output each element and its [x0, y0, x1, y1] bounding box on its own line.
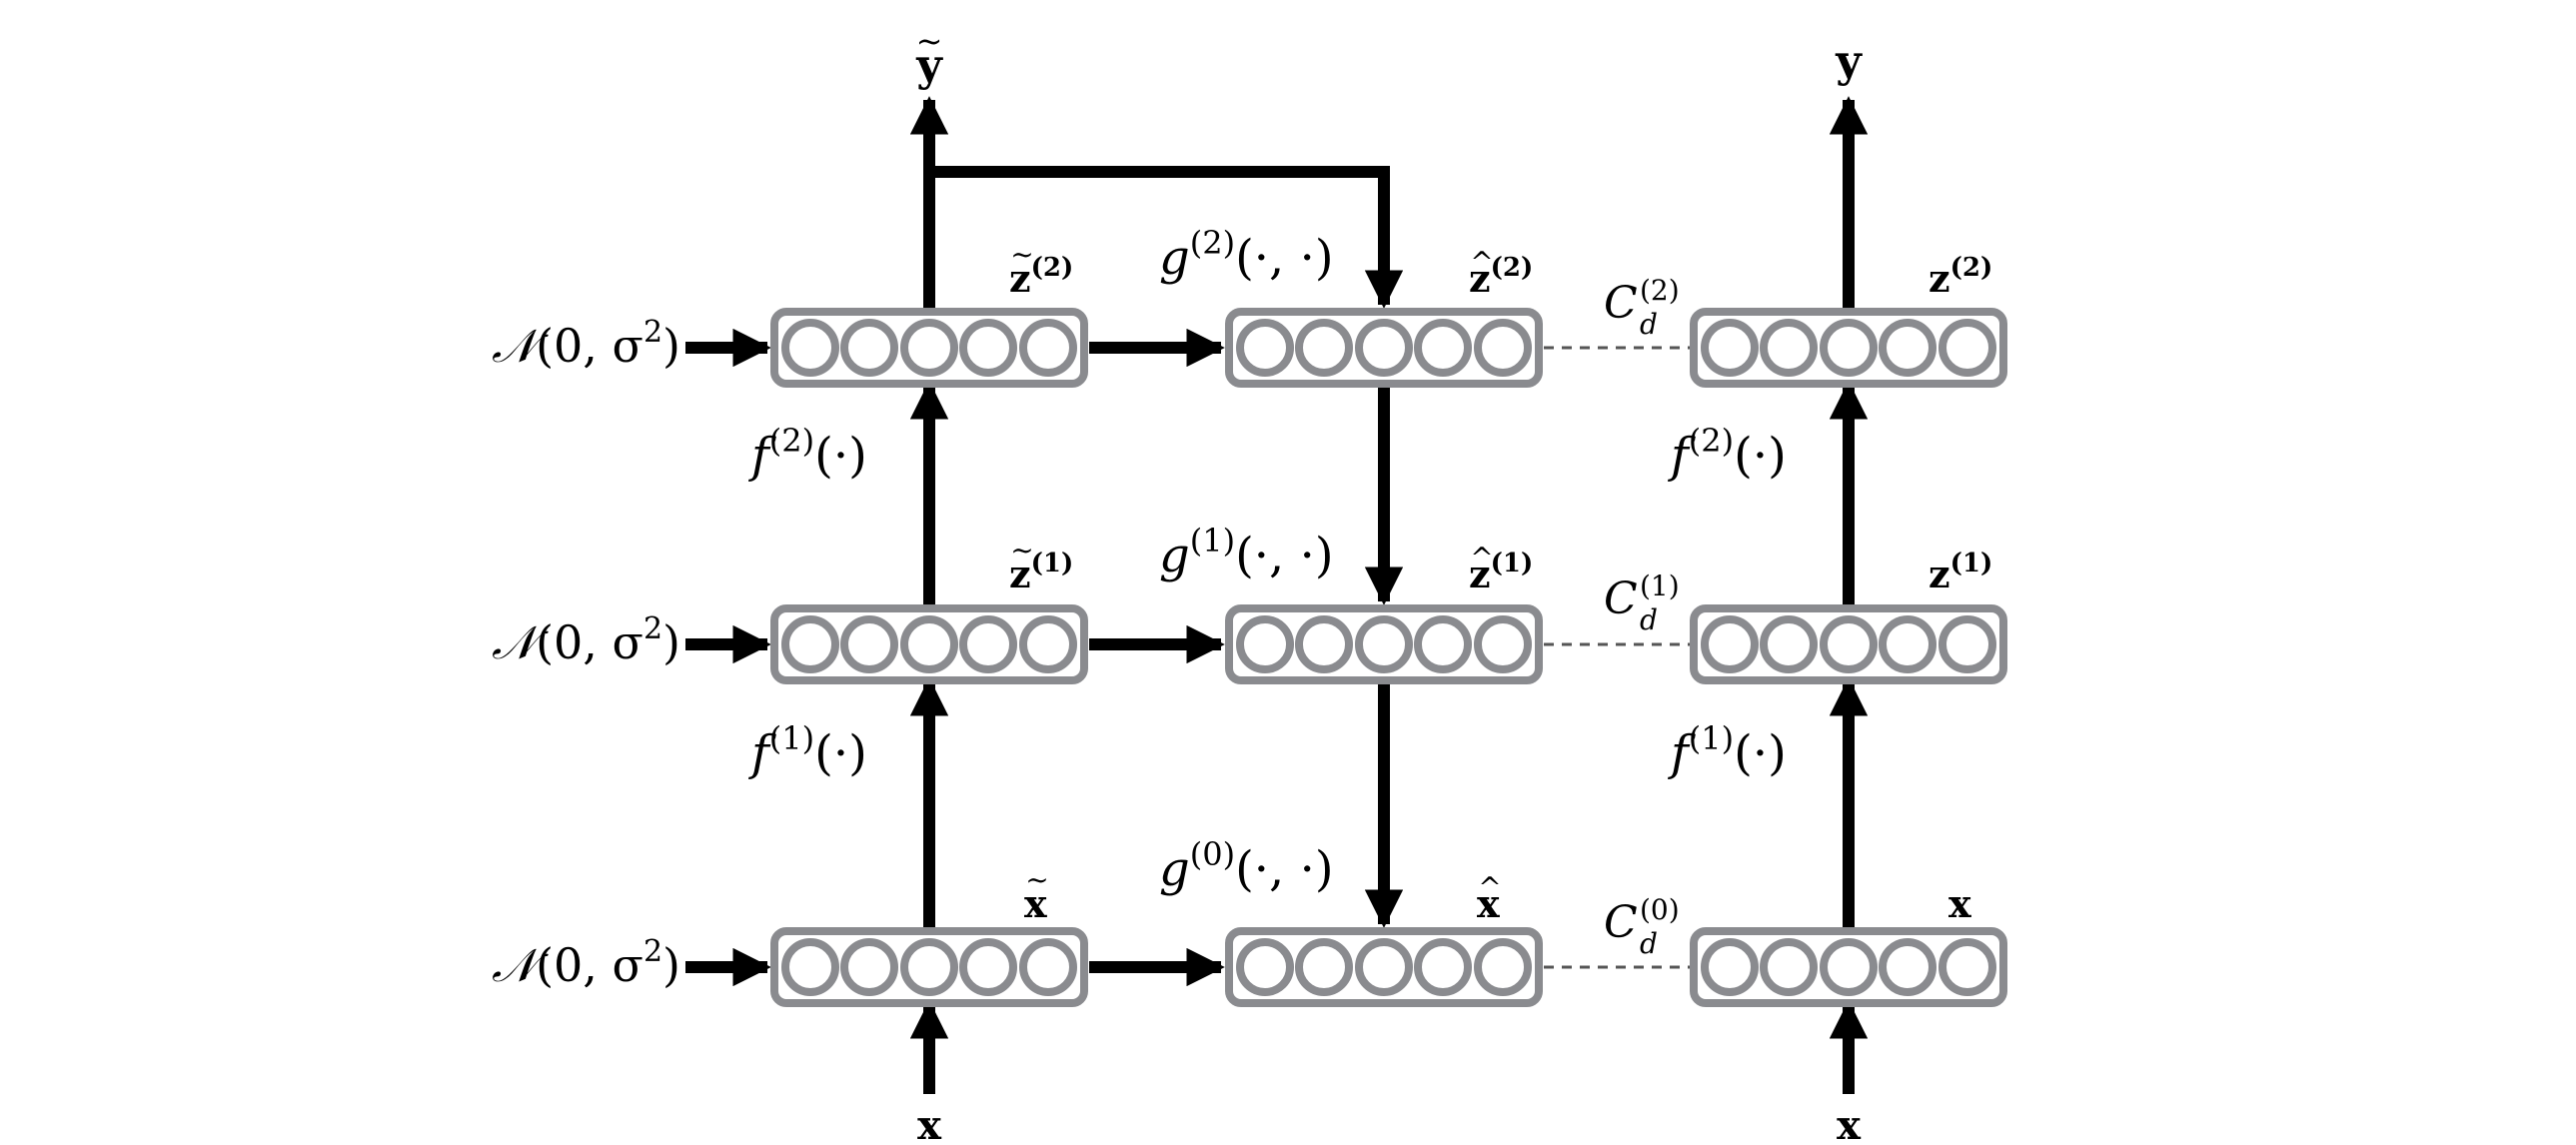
svg-text:z(1): z(1)	[1469, 549, 1533, 596]
clean-output-label: y	[1835, 36, 1863, 87]
middle-layer-mid	[1225, 604, 1543, 684]
middle-layer-label-top: z(2) ^	[1469, 246, 1533, 301]
svg-text:d: d	[1640, 308, 1658, 341]
svg-text:z(1): z(1)	[1009, 549, 1073, 596]
corrupted-output-label: y ~	[915, 22, 943, 91]
left-encoder-f2-label: f(2)(·)	[748, 422, 867, 484]
decoder-g0-label: g(0)(·, ·)	[1159, 835, 1334, 897]
svg-text:C: C	[1604, 897, 1638, 948]
left-layer-label-top: z(2) ~	[1009, 238, 1073, 301]
left-layer-label-bottom: x ~	[1024, 863, 1049, 926]
right-input-label: x	[1837, 1102, 1862, 1145]
right-layer-label-top: z(2)	[1929, 253, 1992, 301]
right-encoder-f2-label: f(2)(·)	[1668, 422, 1787, 484]
hat-accent: ^	[1470, 246, 1493, 279]
middle-layer-top	[1225, 308, 1543, 388]
left-input-label: x	[917, 1102, 942, 1145]
noise-label-mid: 𝒩(0, σ2)	[492, 611, 680, 669]
tilde-accent: ~	[1010, 238, 1033, 271]
noise-labels: 𝒩(0, σ2) 𝒩(0, σ2) 𝒩(0, σ2)	[492, 315, 680, 992]
right-encoder-f1-label: f(1)(·)	[1668, 719, 1787, 781]
svg-text:(2): (2)	[1640, 274, 1680, 307]
decoder-g2-label: g(2)(·, ·)	[1159, 224, 1334, 286]
noise-label-bottom: 𝒩(0, σ2)	[492, 934, 680, 992]
cost-label-top: C (2) d	[1604, 274, 1680, 341]
svg-text:d: d	[1640, 603, 1658, 636]
hat-accent: ^	[1470, 542, 1493, 574]
svg-text:d: d	[1640, 927, 1658, 960]
noise-label-top: 𝒩(0, σ2)	[492, 315, 680, 373]
decoder-g1-label: g(1)(·, ·)	[1159, 522, 1334, 583]
svg-text:C: C	[1604, 278, 1638, 329]
left-layer-bottom	[770, 927, 1088, 1007]
tilde-accent: ~	[1010, 534, 1033, 567]
left-layer-label-mid: z(1) ~	[1009, 534, 1073, 596]
left-layer-mid	[770, 604, 1088, 684]
top-skip-arrow	[929, 166, 1404, 309]
tilde-accent: ~	[1025, 863, 1048, 896]
arrows	[685, 96, 1869, 1094]
hat-accent: ^	[1478, 871, 1501, 904]
left-layer-top	[770, 308, 1088, 388]
layer-boxes	[770, 308, 2007, 1007]
left-encoder-f1-label: f(1)(·)	[748, 719, 867, 781]
svg-text:(0): (0)	[1640, 893, 1680, 926]
right-layer-mid	[1690, 604, 2007, 684]
right-layer-top	[1690, 308, 2007, 388]
svg-text:C: C	[1604, 573, 1638, 624]
tilde-accent: ~	[916, 22, 943, 60]
cost-label-mid: C (1) d	[1604, 570, 1680, 636]
middle-layer-bottom	[1225, 927, 1543, 1007]
middle-layer-label-bottom: x ^	[1477, 871, 1502, 926]
svg-text:z(2): z(2)	[1469, 253, 1533, 301]
corrupted-output-text: y	[915, 40, 943, 91]
middle-layer-label-mid: z(1) ^	[1469, 542, 1533, 596]
right-layer-bottom	[1690, 927, 2007, 1007]
cost-links	[1544, 346, 1691, 969]
cost-label-bottom: C (0) d	[1604, 893, 1680, 960]
svg-text:x: x	[1477, 881, 1500, 926]
svg-text:z(2): z(2)	[1009, 253, 1073, 301]
svg-text:(1): (1)	[1640, 570, 1680, 602]
right-layer-label-bottom: x	[1948, 881, 1971, 926]
right-layer-label-mid: z(1)	[1929, 549, 1992, 596]
svg-text:x: x	[1024, 881, 1047, 926]
